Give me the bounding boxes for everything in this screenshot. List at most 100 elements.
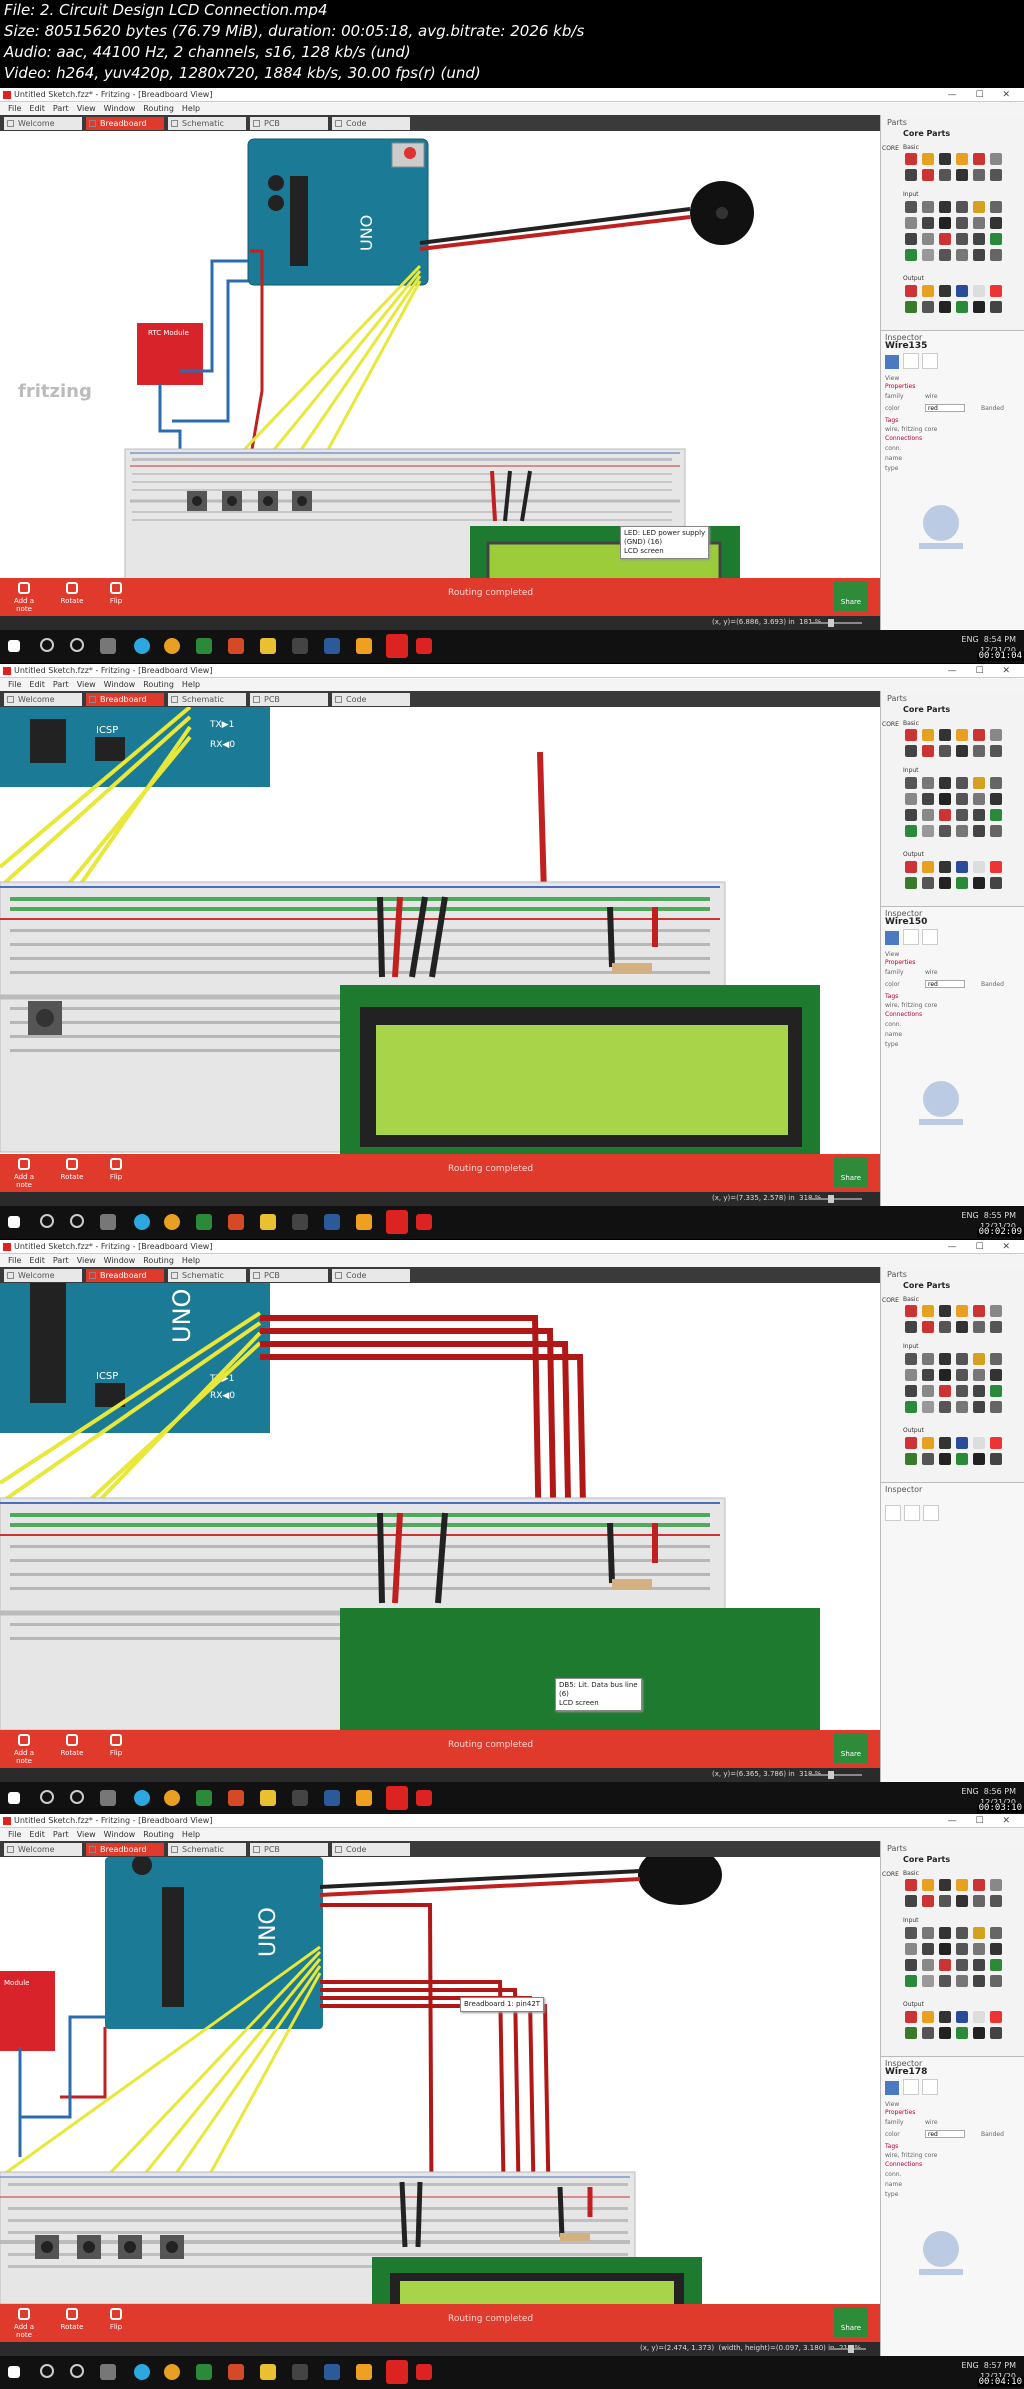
tab-schematic[interactable]: Schematic xyxy=(168,117,246,130)
tab-code[interactable]: Code xyxy=(332,1269,410,1282)
folder-icon[interactable] xyxy=(260,1790,276,1806)
menu-routing[interactable]: Routing xyxy=(143,104,174,113)
start-icon[interactable] xyxy=(8,1792,20,1804)
language-indicator[interactable]: ENG xyxy=(961,2361,979,2370)
cortana-icon[interactable] xyxy=(70,638,84,652)
tab-pcb[interactable]: PCB xyxy=(250,1269,328,1282)
menu-file[interactable]: File xyxy=(8,680,22,689)
wire-black[interactable] xyxy=(503,470,512,522)
tab-schematic[interactable]: Schematic xyxy=(168,1843,246,1856)
app-icon[interactable] xyxy=(196,1214,212,1230)
menu-file[interactable]: File xyxy=(8,1256,22,1265)
breadboard-canvas[interactable]: ICSP TX▶1 RX◀0 UNO xyxy=(0,1283,880,1730)
search-icon[interactable] xyxy=(40,2364,54,2378)
menu-part[interactable]: Part xyxy=(52,1830,69,1839)
menu-help[interactable]: Help xyxy=(181,1256,201,1265)
circuit-drawing[interactable]: UNO Module xyxy=(0,1857,880,2304)
menu-help[interactable]: Help xyxy=(181,680,201,689)
menu-part[interactable]: Part xyxy=(52,680,69,689)
search-icon[interactable] xyxy=(40,1214,54,1228)
tab-schematic[interactable]: Schematic xyxy=(168,693,246,706)
tab-pcb[interactable]: PCB xyxy=(250,1843,328,1856)
cortana-icon[interactable] xyxy=(70,2364,84,2378)
buzzer[interactable] xyxy=(638,1857,722,1905)
menu-window[interactable]: Window xyxy=(103,1256,136,1265)
wire-red[interactable] xyxy=(60,2027,107,2099)
wire-black[interactable] xyxy=(399,2181,408,2248)
category-core[interactable]: CORE xyxy=(882,1871,899,1878)
wire-black[interactable] xyxy=(319,1869,641,1889)
app-icon[interactable] xyxy=(292,638,308,654)
task-view-icon[interactable] xyxy=(100,1790,116,1806)
wire-black[interactable] xyxy=(415,2181,423,2248)
folder-icon[interactable] xyxy=(260,638,276,654)
menu-window[interactable]: Window xyxy=(103,104,136,113)
rtc-module[interactable] xyxy=(0,1971,55,2051)
tab-code[interactable]: Code xyxy=(332,1843,410,1856)
window-controls[interactable]: — ☐ ✕ xyxy=(947,1242,1018,1252)
menu-help[interactable]: Help xyxy=(181,104,201,113)
clock-time[interactable]: 8:55 PM xyxy=(983,1211,1016,1220)
edge-icon[interactable] xyxy=(134,638,150,654)
share-button[interactable]: Share xyxy=(834,2307,868,2337)
parts-grid-basic[interactable] xyxy=(903,1303,1021,1335)
cortana-icon[interactable] xyxy=(70,1790,84,1804)
circuit-drawing[interactable]: UNO RTC Module xyxy=(0,131,880,578)
tab-code[interactable]: Code xyxy=(332,693,410,706)
add-note-button[interactable]: Add a note xyxy=(6,582,42,613)
circuit-drawing[interactable]: ICSP TX▶1 RX◀0 xyxy=(0,707,880,1154)
edge-icon[interactable] xyxy=(134,1214,150,1230)
app-icon[interactable] xyxy=(416,638,432,654)
chrome-icon[interactable] xyxy=(164,638,180,654)
arduino-board[interactable] xyxy=(105,1857,323,2029)
share-button[interactable]: Share xyxy=(834,1733,868,1763)
category-core[interactable]: CORE xyxy=(882,145,899,152)
wire-red[interactable] xyxy=(320,1903,434,2298)
rotate-button[interactable]: Rotate xyxy=(54,1734,90,1757)
menu-window[interactable]: Window xyxy=(103,680,136,689)
circuit-drawing[interactable]: ICSP TX▶1 RX◀0 UNO xyxy=(0,1283,880,1730)
banded-checkbox[interactable]: Banded xyxy=(981,981,1004,988)
parts-grid-output[interactable] xyxy=(903,1435,1021,1467)
app-icon[interactable] xyxy=(292,2364,308,2380)
tab-welcome[interactable]: Welcome xyxy=(4,117,82,130)
app-icon[interactable] xyxy=(324,1214,340,1230)
fritzing-taskbar-icon[interactable] xyxy=(386,634,408,658)
app-icon[interactable] xyxy=(292,1214,308,1230)
wire-black[interactable] xyxy=(377,1512,385,1604)
menu-routing[interactable]: Routing xyxy=(143,1830,174,1839)
chrome-icon[interactable] xyxy=(164,2364,180,2380)
clock-time[interactable]: 8:57 PM xyxy=(983,2361,1016,2370)
share-button[interactable]: Share xyxy=(834,581,868,611)
wire-black[interactable] xyxy=(409,896,428,978)
menu-edit[interactable]: Edit xyxy=(29,104,45,113)
app-icon[interactable] xyxy=(196,638,212,654)
app-icon[interactable] xyxy=(324,1790,340,1806)
zoom-slider[interactable] xyxy=(810,619,862,627)
language-indicator[interactable]: ENG xyxy=(961,1787,979,1796)
color-select[interactable]: red xyxy=(925,404,965,412)
app-icon[interactable] xyxy=(196,1790,212,1806)
app-icon[interactable] xyxy=(356,1790,372,1806)
menu-view[interactable]: View xyxy=(76,1830,96,1839)
parts-grid-input[interactable] xyxy=(903,1925,1021,1989)
menu-edit[interactable]: Edit xyxy=(29,1256,45,1265)
push-buttons[interactable] xyxy=(35,2235,184,2259)
add-note-button[interactable]: Add a note xyxy=(6,1158,42,1189)
parts-grid-output[interactable] xyxy=(903,859,1021,891)
wire-black[interactable] xyxy=(607,906,615,968)
zoom-slider[interactable] xyxy=(830,2345,866,2353)
rotate-button[interactable]: Rotate xyxy=(54,1158,90,1181)
clock-time[interactable]: 8:54 PM xyxy=(983,635,1016,644)
office-icon[interactable] xyxy=(228,1214,244,1230)
task-view-icon[interactable] xyxy=(100,1214,116,1230)
menu-routing[interactable]: Routing xyxy=(143,680,174,689)
parts-grid-input[interactable] xyxy=(903,775,1021,839)
tab-breadboard[interactable]: Breadboard xyxy=(86,117,164,130)
wire-red[interactable] xyxy=(319,1877,641,1897)
parts-grid-output[interactable] xyxy=(903,2009,1021,2041)
task-view-icon[interactable] xyxy=(100,638,116,654)
flip-button[interactable]: Flip xyxy=(98,1158,134,1181)
task-view-icon[interactable] xyxy=(100,2364,116,2380)
menu-file[interactable]: File xyxy=(8,1830,22,1839)
